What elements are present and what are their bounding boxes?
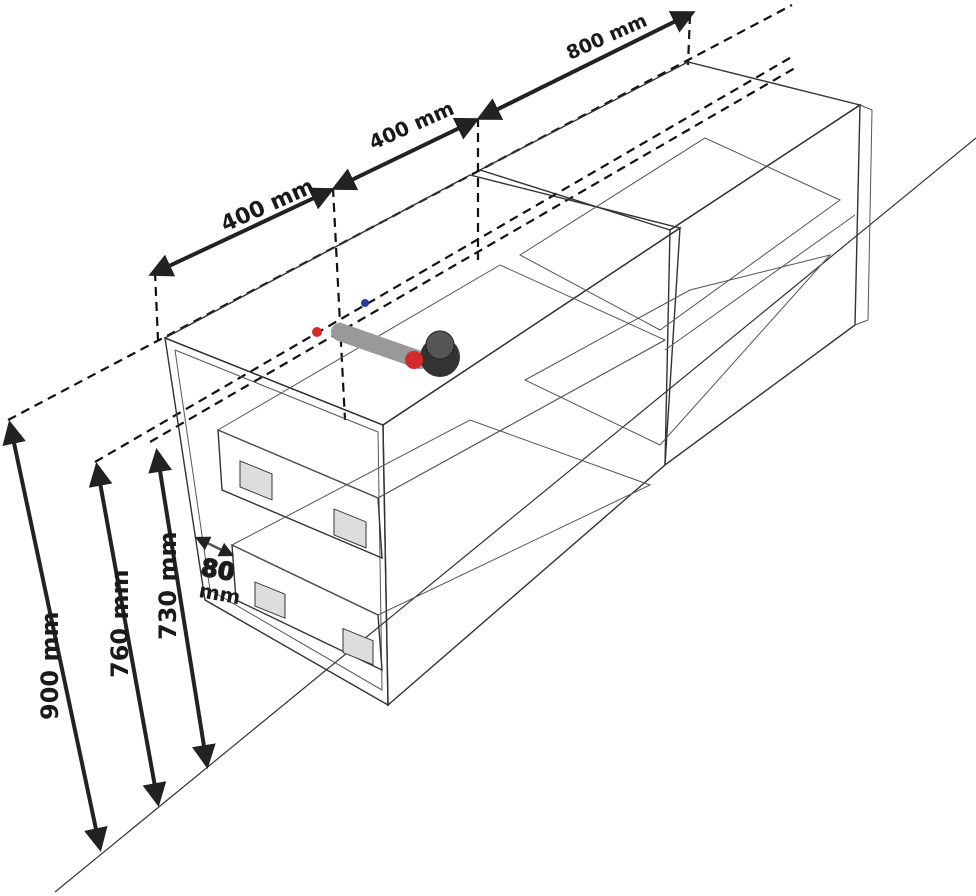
pipe-reference-line-2 [149, 67, 796, 443]
left-cabinet [163, 174, 682, 707]
height-label-730: 730 mm [154, 532, 182, 640]
height-label-760: 760 mm [106, 570, 134, 678]
width-arrow-1 [148, 187, 335, 277]
gap-value-label: 80 [199, 553, 237, 586]
hot-water-pipe-icon [312, 327, 322, 337]
width-guide-4 [686, 14, 692, 66]
gap-arrow [194, 536, 235, 557]
width-guide-2 [331, 187, 347, 421]
width-arrow-2 [331, 117, 480, 191]
floor-line [54, 137, 976, 893]
height-arrow-730 [148, 448, 216, 769]
width-label-2: 400 mm [365, 96, 457, 155]
drawer-hinges [239, 460, 374, 666]
cold-water-pipe-icon [361, 299, 369, 307]
gap-unit-label: mm [197, 578, 242, 609]
height-arrow-760 [88, 462, 167, 807]
height-label-900: 900 mm [36, 612, 64, 720]
width-guide-1 [153, 271, 160, 341]
width-label-1: 400 mm [217, 174, 318, 237]
width-arrow-3 [476, 11, 696, 120]
right-cabinet [478, 61, 873, 467]
height-arrow-900 [2, 420, 108, 852]
siphon-and-pipes [312, 299, 460, 377]
